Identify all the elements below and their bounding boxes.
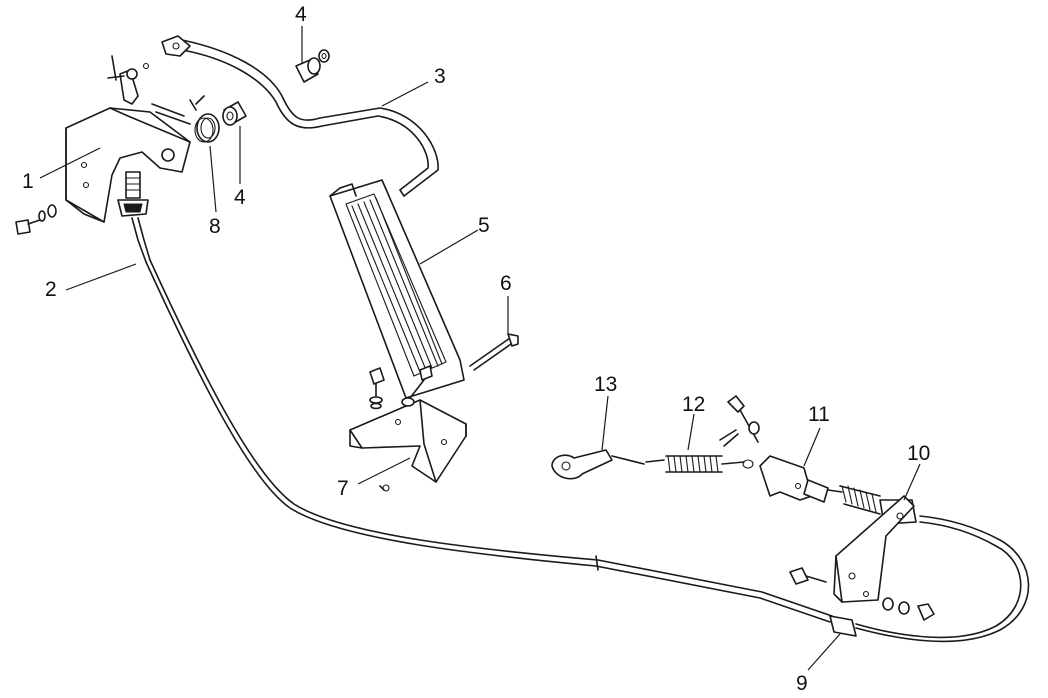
callout-2: 2 — [45, 278, 57, 301]
lever-plate — [551, 449, 645, 480]
cable-boot — [117, 171, 149, 217]
callout-8: 8 — [209, 215, 221, 238]
callout-4-upper: 4 — [295, 3, 307, 26]
callout-10: 10 — [907, 442, 930, 465]
accelerator-rod — [161, 35, 439, 197]
callout-numbers: 1 2 3 4 4 5 6 7 8 9 10 11 12 13 — [22, 3, 930, 695]
bushing-upper — [295, 49, 330, 83]
throttle-cable — [131, 217, 833, 623]
callout-11: 11 — [808, 403, 830, 426]
callout-3: 3 — [434, 65, 446, 88]
cable-grommet — [829, 515, 1030, 643]
accelerator-pedal — [329, 179, 465, 405]
cable-end-bracket — [719, 395, 843, 503]
leader-lines — [39, 26, 921, 671]
callout-4-lower: 4 — [234, 186, 246, 209]
callout-7: 7 — [337, 477, 349, 500]
callout-9: 9 — [796, 672, 808, 695]
callout-6: 6 — [500, 272, 512, 295]
pedal-bracket — [349, 365, 467, 492]
torsion-spring — [189, 95, 220, 143]
callout-1: 1 — [22, 170, 34, 193]
mounting-bracket — [65, 55, 191, 223]
cable-bracket — [789, 485, 935, 621]
return-spring — [645, 455, 754, 473]
callout-13: 13 — [594, 373, 617, 396]
bracket-bolt-washers — [15, 204, 57, 235]
callout-5: 5 — [478, 214, 490, 237]
bushing-lower — [222, 101, 247, 126]
callout-12: 12 — [682, 393, 705, 416]
pedal-pin — [469, 333, 519, 371]
